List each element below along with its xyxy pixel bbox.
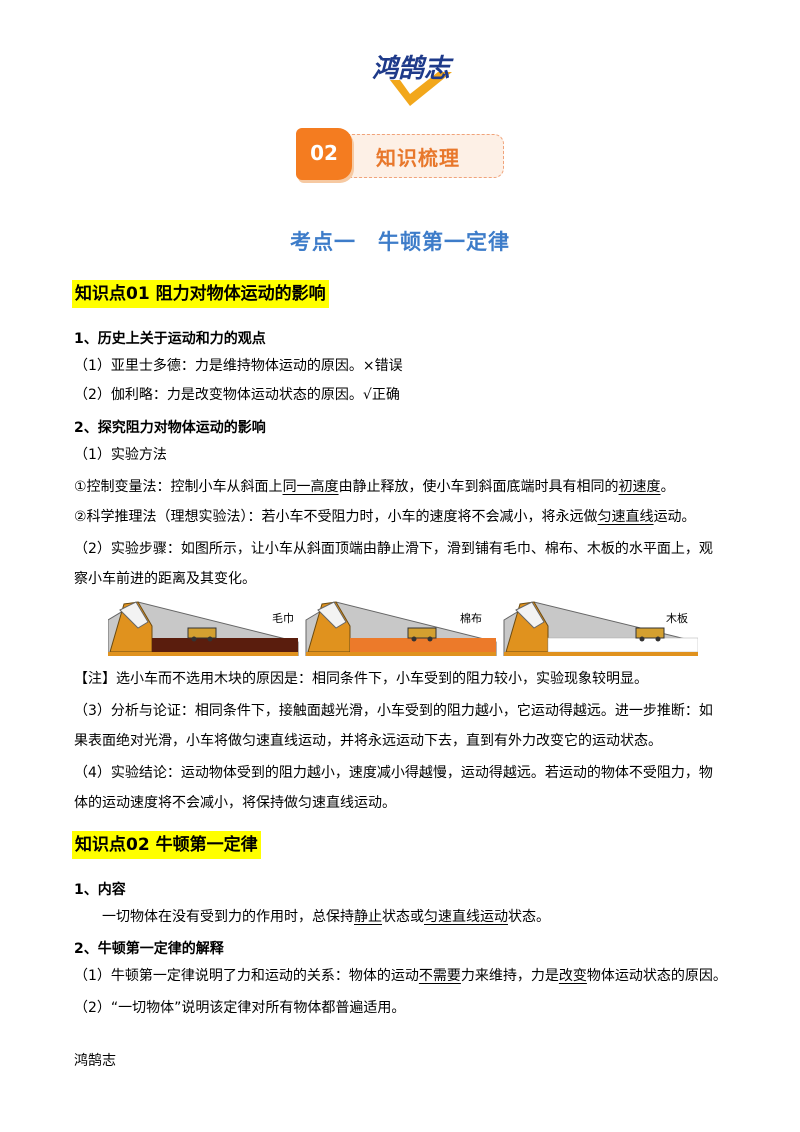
text-line: （1）实验方法	[74, 447, 167, 463]
logo-text: 鸿鹄志	[372, 54, 454, 84]
text-line: ②科学推理法（理想实验法）：若小车不受阻力时，小车的速度将不会减小，将永远做匀速…	[74, 507, 696, 527]
banner-label: 知识梳理	[376, 146, 460, 170]
banner-number-badge	[296, 128, 352, 180]
underlined-term: 改变	[558, 968, 587, 984]
text-line: 察小车前进的距离及其变化。	[74, 571, 256, 587]
ramp-panel-board: 木板	[503, 601, 699, 657]
underlined-term: 不需要	[418, 968, 461, 984]
underlined-term: 静止	[354, 909, 382, 925]
text-line: （1）牛顿第一定律说明了力和运动的关系：物体的运动不需要力来维持，力是改变物体运…	[74, 966, 727, 986]
ramp-panel-towel: 毛巾	[107, 601, 299, 657]
text-span: 运动。	[653, 509, 696, 525]
text-span: 状态。	[508, 909, 550, 925]
underlined-term: 匀速直线运动	[424, 909, 508, 925]
text-line: 一切物体在没有受到力的作用时，总保持静止状态或匀速直线运动状态。	[102, 907, 550, 927]
text-line: （2）伽利略：力是改变物体运动状态的原因。√正确	[74, 387, 400, 403]
text-span: 力来维持，力是	[460, 968, 559, 984]
figure-label-cotton: 棉布	[460, 611, 482, 625]
note-line: 【注】选小车而不选用木块的原因是：相同条件下，小车受到的阻力较小，实验现象较明显…	[74, 671, 648, 687]
section-heading-1: 知识点01 阻力对物体运动的影响	[72, 280, 329, 308]
text-span: 一切物体在没有受到力的作用时，总保持	[102, 909, 354, 925]
section-banner: 知识梳理 02	[296, 128, 508, 184]
brand-logo: 鸿鹄志	[352, 50, 470, 110]
figure-label-towel: 毛巾	[272, 611, 294, 625]
sub-heading-2-2: 2、牛顿第一定律的解释	[74, 941, 224, 957]
text-span: 。	[660, 479, 675, 495]
text-line: 体的运动速度将不会减小，将保持做匀速直线运动。	[74, 795, 396, 811]
text-span: ②科学推理法（理想实验法）：若小车不受阻力时，小车的速度将不会减小，将永远做	[74, 509, 598, 525]
underlined-term: 同一高度	[282, 479, 339, 495]
text-span: （1）牛顿第一定律说明了力和运动的关系：物体的运动	[74, 968, 419, 984]
section-heading-2: 知识点02 牛顿第一定律	[72, 831, 261, 859]
text-span: 物体运动状态的原因。	[586, 968, 727, 984]
figure-label-board: 木板	[666, 611, 688, 625]
text-line: （4）实验结论：运动物体受到的阻力越小，速度减小得越慢，运动得越远。若运动的物体…	[74, 765, 713, 781]
ramp-panel-cotton: 棉布	[305, 601, 497, 657]
text-line: （1）亚里士多德：力是维持物体运动的原因。×错误	[74, 358, 403, 374]
sub-heading-2-1: 1、内容	[74, 882, 126, 898]
text-line: （3）分析与论证：相同条件下，接触面越光滑，小车受到的阻力越小，它运动得越远。进…	[74, 703, 713, 719]
text-span: ①控制变量法：控制小车从斜面上	[74, 479, 283, 495]
text-span: 由静止释放，使小车到斜面底端时具有相同的	[338, 479, 619, 495]
sub-heading-1-1: 1、历史上关于运动和力的观点	[74, 331, 266, 347]
underlined-term: 匀速直线	[597, 509, 654, 525]
text-span: 状态或	[382, 909, 424, 925]
page-footer: 鸿鹄志	[74, 1053, 116, 1069]
text-line: （2）实验步骤：如图所示，让小车从斜面顶端由静止滑下，滑到铺有毛巾、棉布、木板的…	[74, 541, 713, 557]
page-title: 考点一 牛顿第一定律	[290, 230, 510, 254]
underlined-term: 初速度	[618, 479, 661, 495]
sub-heading-1-2: 2、探究阻力对物体运动的影响	[74, 420, 266, 436]
text-line: 果表面绝对光滑，小车将做匀速直线运动，并将永远运动下去，直到有外力改变它的运动状…	[74, 733, 662, 749]
text-line: （2）“一切物体”说明该定律对所有物体都普遍适用。	[74, 1000, 406, 1016]
text-line: ①控制变量法：控制小车从斜面上同一高度由静止释放，使小车到斜面底端时具有相同的初…	[74, 477, 675, 497]
banner-number: 02	[310, 141, 338, 165]
experiment-figure: 毛巾 棉布 木板	[107, 600, 699, 657]
